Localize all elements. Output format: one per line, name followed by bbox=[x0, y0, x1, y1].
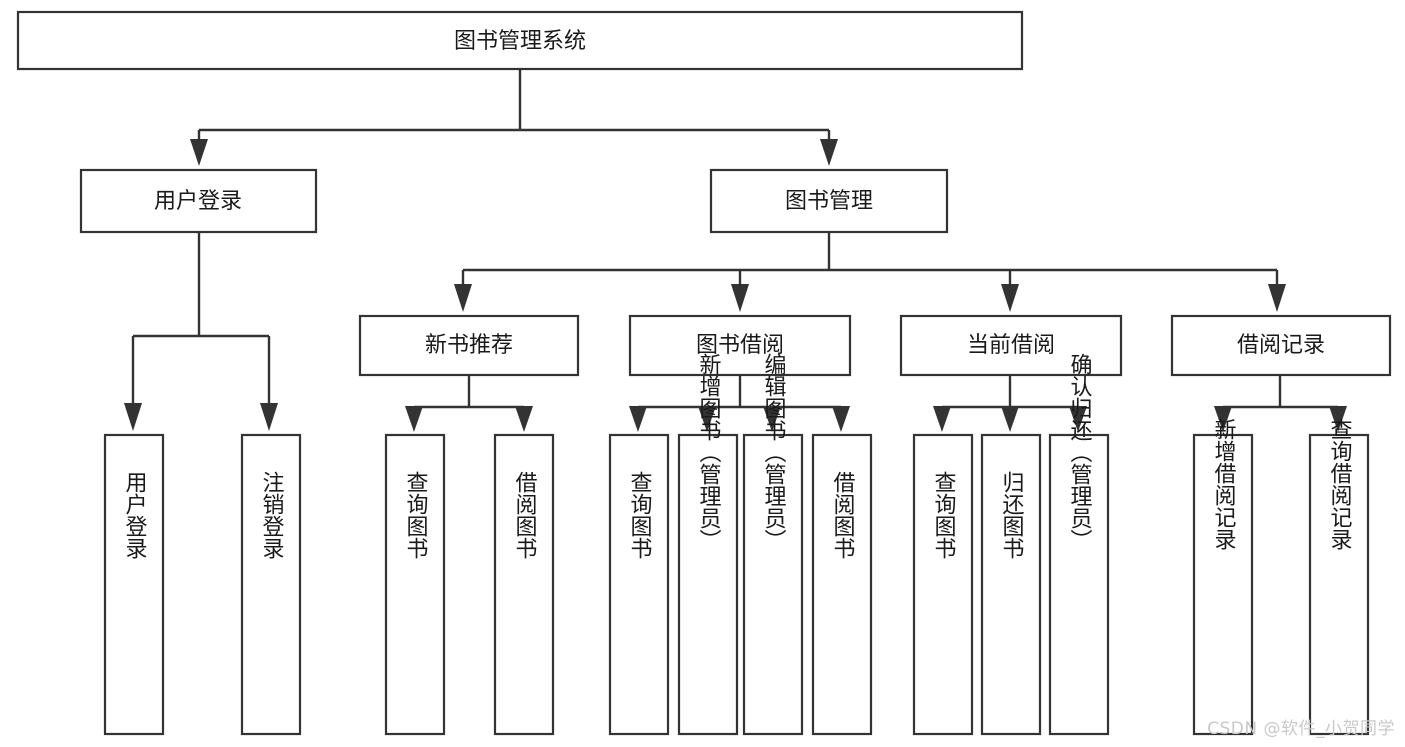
leaf-user-login[interactable]: 用户登录 bbox=[103, 433, 165, 736]
arrow-head-leaf-add-record bbox=[1214, 406, 1232, 432]
arrow-head-leaf-edit-book bbox=[763, 406, 781, 432]
leaf-return-book-label: 归还图书 bbox=[999, 471, 1025, 559]
node-book-borrow[interactable]: 图书借阅 bbox=[628, 314, 852, 377]
leaf-logout[interactable]: 注销登录 bbox=[240, 433, 302, 736]
leaf-edit-book-box[interactable] bbox=[742, 433, 804, 736]
leaf-query-record[interactable]: 查询借阅记录 bbox=[1308, 418, 1370, 736]
leaf-edit-book-label: 编辑图书（管理员） bbox=[761, 353, 787, 551]
node-new-book-recommend[interactable]: 新书推荐 bbox=[358, 314, 580, 377]
arrow-head-leaf-borrow-book-2 bbox=[832, 406, 850, 432]
node-borrow-record-box[interactable] bbox=[1170, 314, 1392, 377]
leaf-return-book-box[interactable] bbox=[980, 433, 1042, 736]
leaf-borrow-book-2[interactable]: 借阅图书 bbox=[811, 433, 873, 736]
leaf-query-record-label: 查询借阅记录 bbox=[1327, 418, 1353, 550]
arrow-head-leaf-query-book-3 bbox=[933, 406, 951, 432]
arrow-head-userlogin bbox=[190, 139, 208, 166]
csdn-watermark: CSDN @软件_小贺同学 bbox=[1207, 719, 1395, 739]
node-borrow-record[interactable]: 借阅记录 bbox=[1170, 314, 1392, 377]
leaf-confirm-return[interactable]: 确认归还（管理员） bbox=[1048, 353, 1110, 736]
leaf-add-record-label: 新增借阅记录 bbox=[1211, 418, 1237, 550]
node-book-management-box[interactable] bbox=[709, 168, 949, 234]
connector-layer bbox=[124, 69, 1347, 432]
leaf-logout-box[interactable] bbox=[240, 433, 302, 736]
leaf-edit-book[interactable]: 编辑图书（管理员） bbox=[742, 353, 804, 736]
leaf-borrow-book-1-box[interactable] bbox=[493, 433, 555, 736]
node-root[interactable]: 图书管理系统 bbox=[16, 10, 1024, 71]
arrow-head-current-borrow bbox=[1001, 284, 1019, 312]
node-book-management[interactable]: 图书管理 bbox=[709, 168, 949, 234]
node-new-book-recommend-label: 新书推荐 bbox=[425, 333, 513, 358]
leaf-query-record-box[interactable] bbox=[1308, 433, 1370, 736]
leaf-add-record-box[interactable] bbox=[1192, 433, 1254, 736]
arrow-head-leaf-logout bbox=[260, 403, 278, 431]
leaf-query-book-3[interactable]: 查询图书 bbox=[912, 433, 974, 736]
leaf-query-book-2-box[interactable] bbox=[608, 433, 670, 736]
node-current-borrow-box[interactable] bbox=[899, 314, 1123, 377]
node-user-login[interactable]: 用户登录 bbox=[79, 168, 318, 234]
leaf-query-book-2-label: 查询图书 bbox=[627, 471, 653, 559]
leaf-query-book-1-label: 查询图书 bbox=[403, 471, 429, 559]
node-user-login-box[interactable] bbox=[79, 168, 318, 234]
leaf-query-book-1-box[interactable] bbox=[384, 433, 446, 736]
leaf-borrow-book-2-box[interactable] bbox=[811, 433, 873, 736]
node-borrow-record-label: 借阅记录 bbox=[1237, 333, 1325, 358]
node-root-label: 图书管理系统 bbox=[454, 29, 586, 54]
leaf-confirm-return-label: 确认归还（管理员） bbox=[1067, 353, 1093, 551]
arrow-head-bookmgmt bbox=[820, 139, 838, 166]
leaf-return-book[interactable]: 归还图书 bbox=[980, 433, 1042, 736]
arrow-head-leaf-confirm-return bbox=[1069, 406, 1087, 432]
leaf-logout-label: 注销登录 bbox=[259, 471, 285, 559]
node-book-borrow-box[interactable] bbox=[628, 314, 852, 377]
node-current-borrow[interactable]: 当前借阅 bbox=[899, 314, 1123, 377]
leaf-borrow-book-1-label: 借阅图书 bbox=[512, 471, 538, 559]
node-book-borrow-label: 图书借阅 bbox=[696, 333, 784, 358]
arrow-head-new-book-recommend bbox=[454, 284, 472, 312]
leaf-add-book-box[interactable] bbox=[677, 433, 739, 736]
arrow-head-leaf-query-book-2 bbox=[629, 406, 647, 432]
arrow-head-leaf-borrow-book-1 bbox=[515, 406, 533, 432]
leaf-add-book-label: 新增图书（管理员） bbox=[696, 353, 722, 551]
leaf-add-record[interactable]: 新增借阅记录 bbox=[1192, 418, 1254, 736]
arrow-head-leaf-query-book-1 bbox=[405, 406, 423, 432]
leaf-user-login-label: 用户登录 bbox=[122, 471, 148, 559]
leaf-query-book-1[interactable]: 查询图书 bbox=[384, 433, 446, 736]
arrow-head-book-borrow bbox=[731, 284, 749, 312]
arrow-head-leaf-return-book bbox=[1001, 406, 1019, 432]
node-root-box[interactable] bbox=[16, 10, 1024, 71]
arrow-head-leaf-user-login bbox=[124, 403, 142, 431]
node-user-login-label: 用户登录 bbox=[154, 189, 242, 214]
node-current-borrow-label: 当前借阅 bbox=[967, 333, 1055, 358]
arrow-head-leaf-add-book bbox=[698, 406, 716, 432]
leaf-confirm-return-box[interactable] bbox=[1048, 433, 1110, 736]
node-book-management-label: 图书管理 bbox=[785, 189, 873, 214]
leaf-borrow-book-1[interactable]: 借阅图书 bbox=[493, 433, 555, 736]
leaf-query-book-2[interactable]: 查询图书 bbox=[608, 433, 670, 736]
leaf-borrow-book-2-label: 借阅图书 bbox=[830, 471, 856, 559]
leaf-add-book[interactable]: 新增图书（管理员） bbox=[677, 353, 739, 736]
arrow-head-borrow-record bbox=[1268, 284, 1286, 312]
leaf-query-book-3-label: 查询图书 bbox=[931, 471, 957, 559]
leaf-user-login-box[interactable] bbox=[103, 433, 165, 736]
leaf-query-book-3-box[interactable] bbox=[912, 433, 974, 736]
arrow-head-leaf-query-record bbox=[1329, 406, 1347, 432]
node-new-book-recommend-box[interactable] bbox=[358, 314, 580, 377]
